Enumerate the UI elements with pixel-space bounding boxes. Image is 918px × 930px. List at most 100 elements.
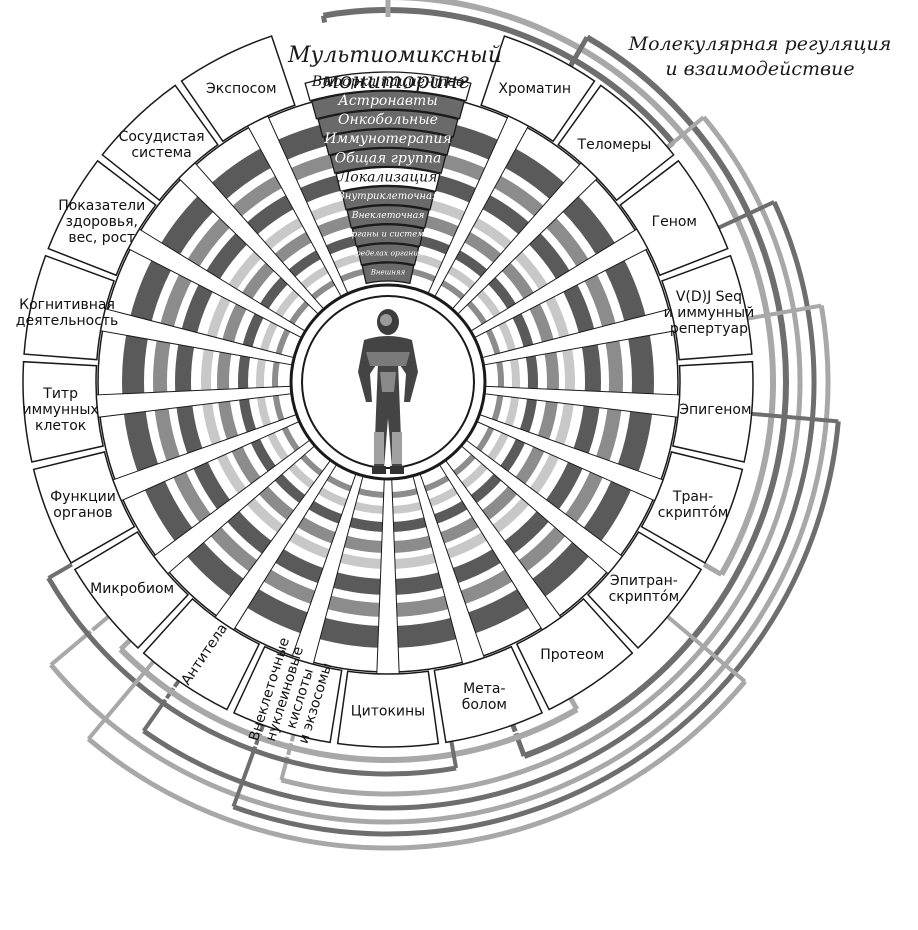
segment-box [661,254,753,361]
interaction-connector [86,660,155,741]
center-band-label: Органы и системы [345,229,431,239]
segment-box [22,360,104,463]
titles: Мультиомиксный мониторинг Молекулярная р… [287,33,891,94]
center-band-label: Онкобольные [338,112,438,128]
interaction-arc-highlight [123,645,575,756]
center-band-label: Общая группа [335,150,442,166]
center-band [356,243,420,266]
interaction-arc [49,305,831,825]
center-band [317,109,459,138]
interaction-connector [49,615,110,667]
segment-box [619,159,729,277]
interaction-arc-highlight [234,420,835,830]
interaction-connector [449,741,459,769]
segment: Мета-болом [412,472,544,744]
segment-label: Эпитран-скриптóм [609,573,680,605]
segment-label-line: Эпигеном [679,402,751,418]
segment-label-line: Функции [50,489,116,505]
interaction-arc-highlight [54,306,824,818]
center-band-label: Внеклеточная [351,210,425,221]
segment-label-line: Когнитивная [19,297,115,313]
segment-box [180,35,296,143]
segment-label-line: Теломеры [577,137,652,153]
segment-label-line: скриптóм [609,589,680,605]
center-band-label: Внешняя [370,268,406,276]
segment-box [23,254,115,361]
segment-label: Протеом [540,647,604,663]
segment-label: Геном [652,214,697,230]
segment-label-line: клеток [35,418,86,434]
center-band-label: Локализация [338,169,438,185]
segment-label: Экспосом [206,81,276,97]
segment-label: Мета-болом [462,681,507,713]
center-band-label: Внутриклеточная [336,191,438,202]
segment-label-line: Титр [42,386,78,402]
center-title-line1: Мультиомиксный [287,43,502,68]
interaction-arc [322,7,676,145]
segment-label: Эпигеном [679,402,751,418]
center-band-label: Выборка пациентов [311,74,464,90]
segment-box [433,645,544,744]
segment-box [586,530,703,649]
segment-box [232,645,343,744]
segment: Антитела [142,459,338,711]
center-band [323,128,453,156]
astronaut-figure-icon [358,309,418,474]
interaction-connector [751,411,839,424]
segment-label-line: болом [462,697,507,713]
center-band-label: Астронавты [337,93,438,109]
right-title-line1: Молекулярная регуляция [628,33,892,55]
segment-label: Тран-скриптóм [658,489,729,521]
segment: Эпитран-скриптóм [460,439,703,649]
segment-box [672,360,754,463]
segment-box [640,451,744,564]
segment-label-line: и иммунный [664,305,755,321]
segment-label-line: Мета- [463,681,505,697]
segment: Эпигеном [483,360,754,463]
segment-box [480,35,596,143]
segment: Экспосом [180,35,349,298]
segment-label-line: Показатели [58,198,145,214]
segment-label-line: деятельность [16,313,119,329]
interaction-arc-highlight [51,574,456,770]
segment-label-line: Хроматин [498,81,571,97]
segment: Хроматин [427,35,596,298]
segment: Тран-скриптóм [475,413,744,564]
center-band [329,147,447,174]
interaction-arc-highlight [145,203,810,804]
center-band-label: В пределах организма [342,249,434,258]
interaction-connector [717,200,775,230]
interaction-arc [280,115,803,797]
segment: Цитокины [336,478,440,748]
segment-label-line: вес, рост [68,230,135,246]
segment-label-line: здоровья, [65,214,138,230]
segment-label-line: Микробиом [90,581,174,597]
interaction-arc-highlight [91,677,742,844]
interaction-arc [86,679,747,851]
interaction-arc [232,421,841,837]
segment: Внеклеточныенуклеиновыекислотыи экзосомы [232,472,364,746]
center-band [351,224,425,248]
segment-box [557,84,675,202]
segment-label-line: Тран- [672,489,713,505]
segment: Геном [469,159,729,339]
center-title-line2: мониторинг [321,69,469,94]
segment-label: Цитокины [351,704,425,720]
segment-label-line: Геном [652,214,697,230]
center-band [361,262,415,285]
interaction-connector [666,115,705,149]
segment-label: Теломеры [577,137,652,153]
interaction-arc-highlight [282,119,796,790]
center-hub [289,283,487,481]
interaction-arcs [46,0,841,851]
interaction-arc-highlight [387,1,769,573]
